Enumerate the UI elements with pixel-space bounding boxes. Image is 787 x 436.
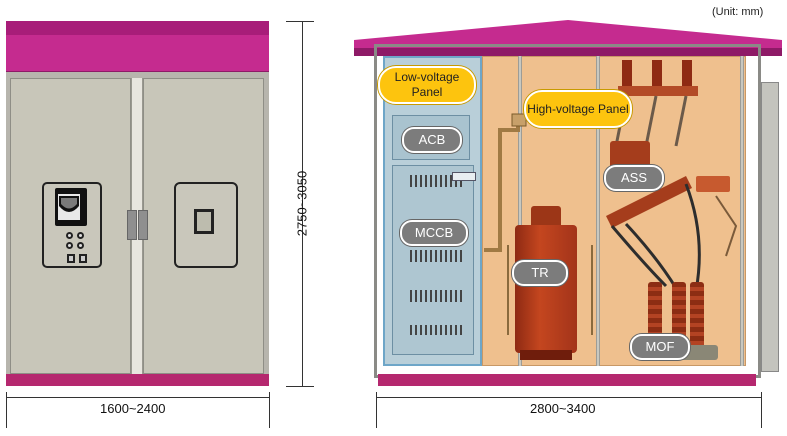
inspection-window [194,209,214,234]
cutaway-base [378,374,756,386]
acb-label: ACB [402,127,462,153]
mof-label: MOF [630,334,690,360]
front-width-ext-right [269,392,270,428]
front-cabinet-base [6,374,269,386]
door-handle-left [127,210,137,240]
cutaway-width-label: 2800~3400 [530,401,596,416]
ass-label: ASS [604,165,664,191]
breaker-row-2 [410,250,464,262]
unit-note: (Unit: mm) [712,6,764,18]
mccb-label: MCCB [400,220,468,246]
door-handle-right [138,210,148,240]
breaker-row-1 [410,175,464,187]
front-roof-band [6,35,269,73]
hv-switchgear-assembly [606,60,738,292]
transformer-body [515,225,577,353]
low-voltage-panel-label: Low-voltage Panel [378,66,476,104]
tr-label: TR [512,260,568,286]
indicator-lamp-2 [77,232,84,239]
frame-rail-3 [740,56,744,366]
frame-rail-2 [596,56,600,366]
terminal-block [452,172,476,181]
side-vent-unit [761,82,779,372]
cutaway-width-ext-left [376,392,377,428]
front-width-label: 1600~2400 [100,401,166,416]
front-height-ext-bottom [286,386,314,387]
front-roof-cap [6,21,269,35]
front-height-ext-top [286,21,314,22]
breaker-row-4 [410,325,464,335]
front-height-label: 2750~3050 [294,170,310,237]
mof-insulator-3 [690,282,704,352]
frame-rail-1 [518,56,522,366]
front-width-dimension-line [6,397,269,398]
meter-icon [58,194,80,220]
transformer-frame [507,245,593,335]
cutaway-width-ext-right [761,392,762,428]
cutaway-width-dimension-line [376,397,761,398]
transformer-base [520,350,572,360]
indicator-lamp-3 [66,242,73,249]
high-voltage-panel-label: High-voltage Panel [524,90,632,128]
front-height-dimension-line [302,21,303,386]
lv-busbar [484,113,527,252]
indicator-lamp-4 [77,242,84,249]
switch-button-1 [67,254,75,263]
breaker-row-3 [410,290,464,302]
switch-button-2 [79,254,87,263]
front-width-ext-left [6,392,7,428]
indicator-lamp-1 [66,232,73,239]
